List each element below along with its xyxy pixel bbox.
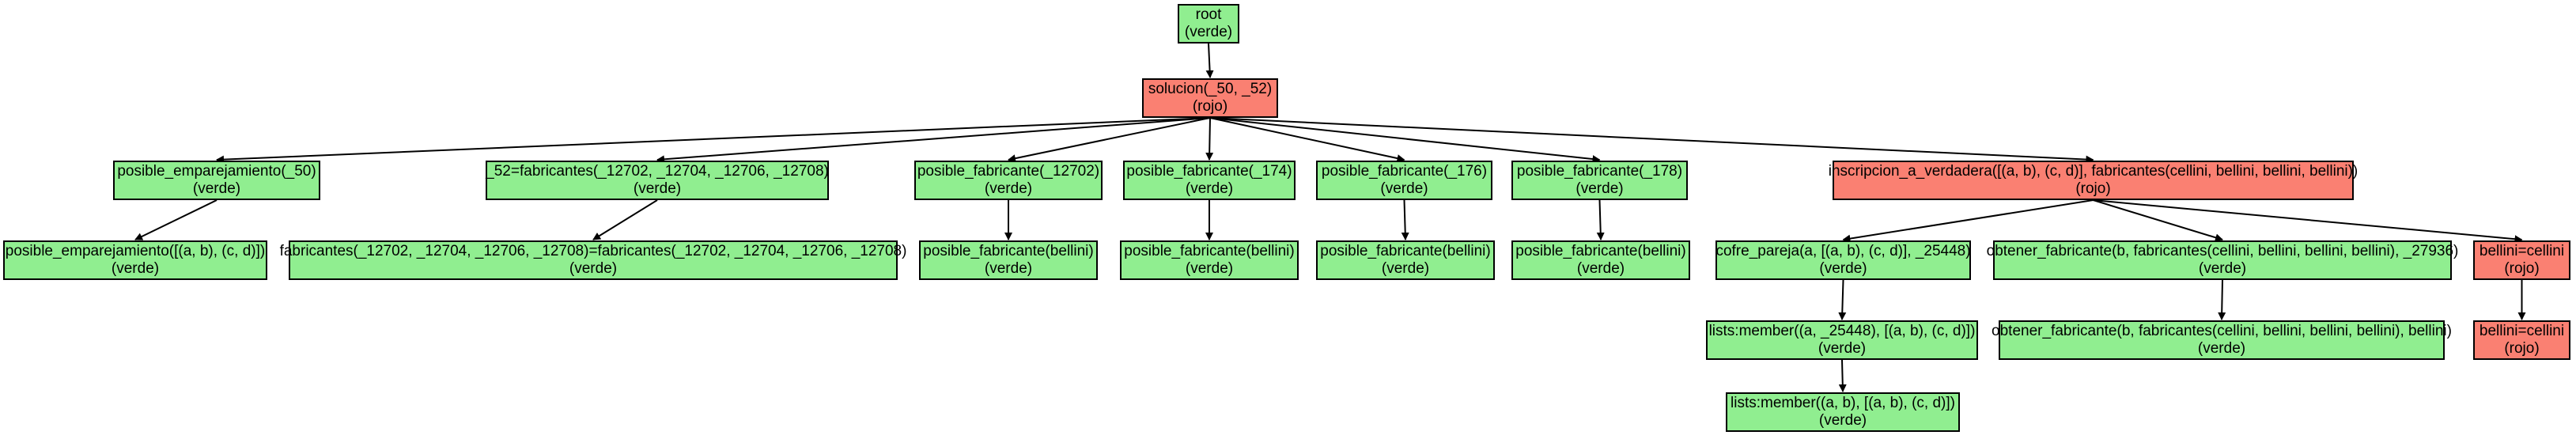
tree-edge-arrow	[1838, 279, 1847, 320]
tree-node: lists:member((a, b), [(a, b), (c, d)])(v…	[1726, 392, 1960, 432]
node-status: (verde)	[1575, 180, 1624, 197]
node-status: (verde)	[2197, 340, 2246, 357]
tree-edge-arrow	[1205, 117, 1214, 161]
node-status: (verde)	[633, 180, 682, 197]
node-label: root	[1195, 6, 1222, 23]
tree-edge-arrow	[1209, 117, 1405, 162]
node-status: (verde)	[2198, 260, 2247, 277]
node-label: lists:member((a, _25448), [(a, b), (c, d…	[1708, 323, 1976, 339]
tree-node: cofre_pareja(a, [(a, b), (c, d)], _25448…	[1715, 240, 1971, 280]
node-status: (verde)	[984, 260, 1033, 277]
node-status: (verde)	[1185, 180, 1234, 197]
node-status: (verde)	[1184, 24, 1233, 40]
node-label: bellini=cellini	[2479, 243, 2565, 259]
tree-edge-arrow	[134, 199, 218, 240]
node-label: _52=fabricantes(_12702, _12704, _12706, …	[486, 163, 829, 180]
node-status: (verde)	[111, 260, 160, 277]
node-label: posible_emparejamiento([(a, b), (c, d)])	[5, 243, 266, 259]
tree-node: posible_fabricante(bellini)(verde)	[919, 240, 1098, 280]
tree-edge-arrow	[1838, 359, 1847, 392]
tree-edge-arrow	[1205, 43, 1214, 78]
tree-node: bellini=cellini(rojo)	[2473, 320, 2570, 360]
tree-node: solucion(_50, _52)(rojo)	[1142, 78, 1278, 118]
tree-node: posible_fabricante(bellini)(verde)	[1120, 240, 1299, 280]
tree-edge-arrow	[1401, 199, 1409, 240]
node-label: posible_fabricante(bellini)	[923, 243, 1094, 259]
node-label: posible_emparejamiento(_50)	[117, 163, 316, 180]
node-label: bellini=cellini	[2479, 323, 2565, 339]
node-status: (rojo)	[2075, 180, 2111, 197]
node-label: posible_fabricante(_178)	[1516, 163, 1683, 180]
node-status: (verde)	[984, 180, 1033, 197]
node-status: (verde)	[1380, 180, 1428, 197]
node-label: posible_fabricante(bellini)	[1124, 243, 1295, 259]
node-label: cofre_pareja(a, [(a, b), (c, d)], _25448…	[1715, 243, 1971, 259]
node-label: posible_fabricante(_176)	[1321, 163, 1488, 180]
tree-edge-arrow	[1008, 117, 1211, 163]
node-label: solucion(_50, _52)	[1148, 81, 1273, 97]
node-status: (verde)	[1576, 260, 1625, 277]
tree-node: obtener_fabricante(b, fabricantes(cellin…	[1992, 320, 2452, 360]
node-status: (verde)	[569, 260, 618, 277]
tree-node: posible_emparejamiento([(a, b), (c, d)])…	[3, 240, 267, 280]
tree-node: posible_fabricante(bellini)(verde)	[1511, 240, 1690, 280]
node-label: posible_fabricante(bellini)	[1320, 243, 1491, 259]
node-label: obtener_fabricante(b, fabricantes(cellin…	[1992, 323, 2452, 339]
tree-edge-arrow	[656, 117, 1211, 164]
node-label: obtener_fabricante(b, fabricantes(cellin…	[1986, 243, 2459, 259]
tree-edge-arrow	[2093, 199, 2523, 244]
node-label: posible_fabricante(_12702)	[917, 163, 1100, 180]
tree-node: bellini=cellini(rojo)	[2473, 240, 2570, 280]
tree-node: posible_fabricante(bellini)(verde)	[1316, 240, 1495, 280]
tree-edge-arrow	[1842, 199, 2094, 243]
node-label: inscripcion_a_verdadera([(a, b), (c, d)]…	[1828, 163, 2358, 180]
tree-node: posible_fabricante(_178)(verde)	[1511, 161, 1688, 200]
tree-node: posible_fabricante(_12702)(verde)	[914, 161, 1103, 200]
tree-edge-arrow	[1209, 117, 2094, 164]
tree-node: lists:member((a, _25448), [(a, b), (c, d…	[1706, 320, 1978, 360]
tree-node: root(verde)	[1178, 4, 1239, 44]
tree-edge-arrow	[216, 117, 1211, 164]
node-status: (verde)	[1185, 260, 1234, 277]
tree-edge-arrow	[2093, 199, 2223, 242]
tree-node: posible_emparejamiento(_50)(verde)	[113, 161, 320, 200]
tree-edge-arrow	[1209, 117, 1601, 164]
tree-node: posible_fabricante(_176)(verde)	[1316, 161, 1492, 200]
tree-edge-arrow	[592, 199, 658, 240]
node-status: (rojo)	[2504, 340, 2540, 357]
node-status: (rojo)	[2504, 260, 2540, 277]
tree-node: _52=fabricantes(_12702, _12704, _12706, …	[486, 161, 829, 200]
node-status: (verde)	[1381, 260, 1430, 277]
node-status: (verde)	[192, 180, 241, 197]
tree-node: posible_fabricante(_174)(verde)	[1123, 161, 1296, 200]
node-label: posible_fabricante(bellini)	[1515, 243, 1686, 259]
node-label: fabricantes(_12702, _12704, _12706, _127…	[279, 243, 907, 259]
node-status: (verde)	[1818, 340, 1867, 357]
tree-node: inscripcion_a_verdadera([(a, b), (c, d)]…	[1829, 161, 2358, 200]
node-status: (rojo)	[1192, 98, 1228, 115]
node-label: lists:member((a, b), [(a, b), (c, d)])	[1731, 395, 1955, 411]
node-status: (verde)	[1819, 260, 1867, 277]
node-status: (verde)	[1818, 412, 1867, 429]
tree-node: fabricantes(_12702, _12704, _12706, _127…	[280, 240, 906, 280]
node-label: posible_fabricante(_174)	[1126, 163, 1292, 180]
tree-node: obtener_fabricante(b, fabricantes(cellin…	[1987, 240, 2458, 280]
tree-edge-arrow	[1596, 199, 1605, 240]
